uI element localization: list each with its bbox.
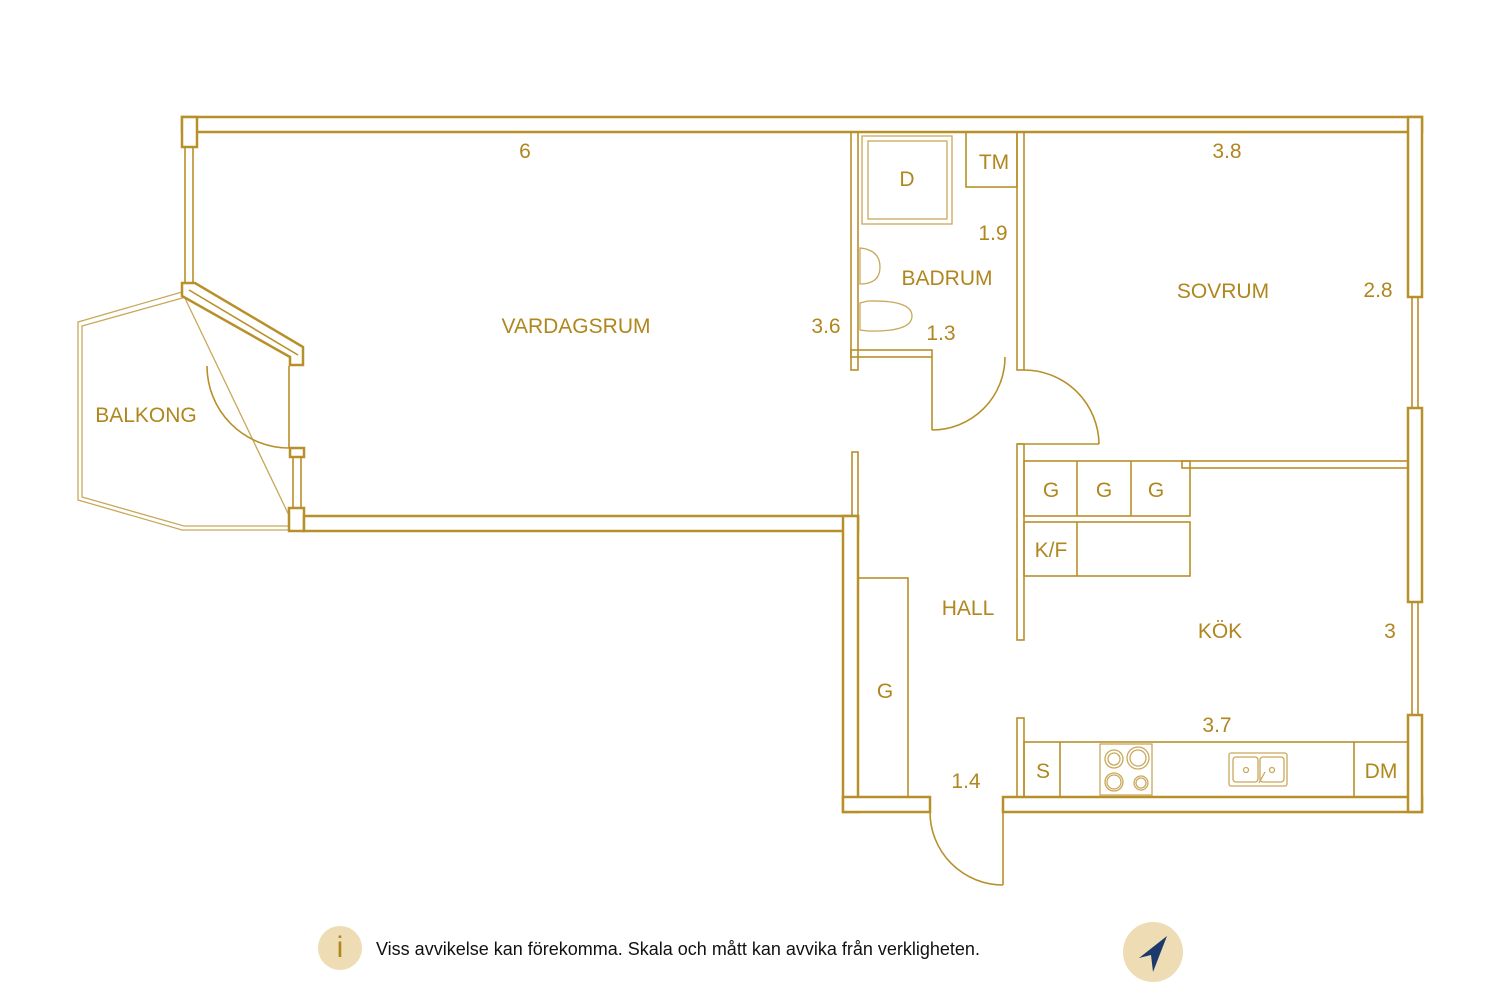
kitchen-stub-wall	[1016, 717, 1025, 798]
dimension-label: 3.6	[811, 315, 840, 338]
sovrum-kok-wall	[1181, 460, 1409, 469]
dimension-label: 1.3	[926, 322, 955, 345]
wall-stub	[288, 446, 306, 459]
right-wall-1	[1406, 115, 1424, 299]
sovrum-door-swing	[1023, 369, 1100, 445]
hall-left-wall	[841, 514, 860, 814]
room-label-vardagsrum: VARDAGSRUM	[502, 315, 651, 338]
window-left	[184, 146, 194, 284]
window-sovrum	[1411, 296, 1419, 409]
shower	[861, 135, 953, 225]
room-label-badrum: BADRUM	[901, 267, 992, 290]
dimension-label: 1.4	[951, 770, 981, 793]
bath-bottom-wall	[850, 349, 933, 358]
kitchen-sink-icon	[1228, 752, 1288, 787]
balcony-wall	[180, 281, 305, 367]
wardrobe-label: G	[1148, 479, 1164, 502]
balcony-wall-line	[188, 289, 299, 356]
dimension-label: 3.8	[1212, 140, 1241, 163]
balcony-outline-inner	[81, 296, 296, 527]
bath-right-wall	[1016, 131, 1025, 371]
storage-label: S	[1036, 760, 1050, 783]
fridge-label: K/F	[1035, 539, 1068, 562]
wardrobe-block	[1023, 460, 1191, 517]
shower-label: D	[899, 168, 914, 191]
top-wall	[180, 115, 1424, 134]
balcony-outline	[77, 291, 298, 531]
sink-icon	[859, 247, 881, 285]
dimension-label: 2.8	[1363, 279, 1392, 302]
entry-door-swing	[929, 811, 1004, 886]
washer-box	[965, 131, 1018, 188]
disclaimer-text: Viss avvikelse kan förekomma. Skala och …	[376, 939, 980, 959]
bath-left-wall	[850, 131, 859, 371]
hall-wardrobe	[857, 577, 909, 798]
bath-door-swing	[931, 356, 1006, 431]
right-wall-2	[1406, 406, 1424, 604]
washer-label: TM	[979, 151, 1009, 174]
dimension-label: 3	[1384, 620, 1396, 643]
room-label-kok: KÖK	[1198, 620, 1242, 643]
hall-partition	[851, 451, 859, 517]
wardrobe-label: G	[1043, 479, 1059, 502]
footer: i Viss avvikelse kan förekomma. Skala oc…	[318, 922, 1188, 982]
info-icon: i	[318, 926, 362, 970]
hall-wardrobe-label: G	[877, 680, 893, 703]
stove-icon	[1099, 743, 1153, 796]
wall-corner	[287, 506, 306, 533]
room-label-sovrum: SOVRUM	[1177, 280, 1269, 303]
wall-cap	[180, 115, 199, 149]
fridge-block	[1023, 521, 1191, 577]
toilet-icon	[859, 300, 913, 332]
kitchen-wall	[1016, 443, 1025, 641]
shower-inner	[867, 140, 948, 220]
right-wall-3	[1406, 713, 1424, 814]
wardrobe-label: G	[1096, 479, 1112, 502]
room-label-balkong: BALKONG	[95, 404, 197, 427]
kitchen-counter	[1023, 741, 1409, 798]
dimension-label: 6	[519, 140, 531, 163]
window-kok	[1411, 601, 1419, 716]
balcony-door-swing	[206, 365, 290, 449]
room-label-hall: HALL	[942, 597, 995, 620]
bottom-wall-right	[1001, 795, 1424, 814]
dishwasher-label: DM	[1365, 760, 1398, 783]
window-balcony	[292, 456, 302, 509]
dimension-label: 3.7	[1202, 714, 1231, 737]
bottom-wall-left	[841, 795, 932, 814]
living-bottom-wall	[302, 514, 860, 533]
compass-north-icon	[1123, 922, 1183, 982]
dimension-label: 1.9	[978, 222, 1007, 245]
